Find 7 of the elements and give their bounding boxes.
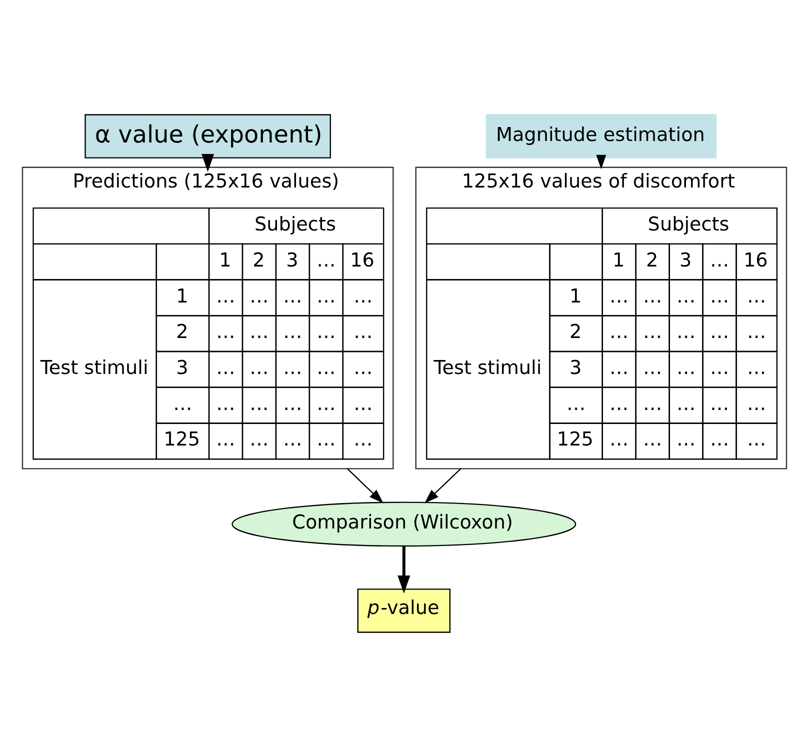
arrow [202, 154, 214, 172]
arrow [596, 154, 606, 170]
arrow [424, 468, 462, 504]
arrow [398, 546, 410, 594]
node-box: p-value [357, 588, 451, 633]
arrow [346, 468, 384, 504]
node-ellipse: Comparison (Wilcoxon) [232, 502, 576, 547]
